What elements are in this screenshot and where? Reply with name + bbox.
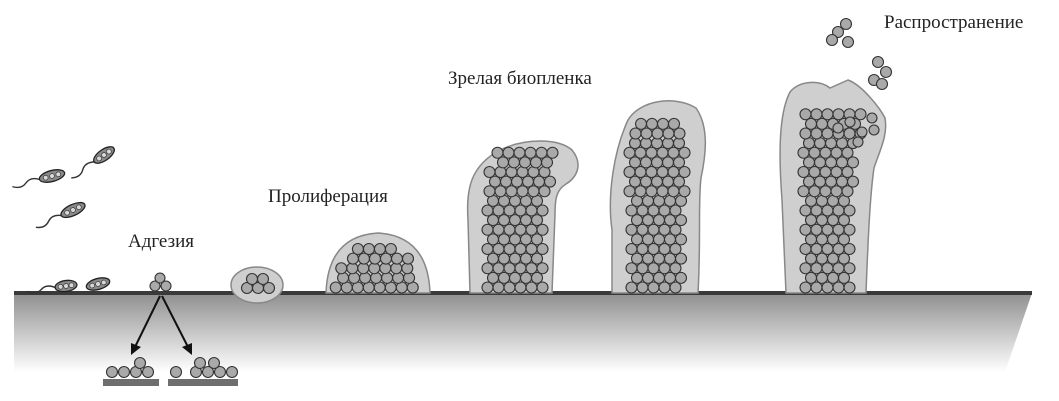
adhesion-cell (155, 273, 165, 283)
mature-biofilm-cell (547, 147, 558, 158)
microcolony-cell (247, 274, 258, 285)
escaping-cell (869, 125, 879, 135)
dispersing-cell (881, 67, 892, 78)
mature-biofilm-cell (503, 147, 514, 158)
irreversible-attached-cell (209, 358, 220, 369)
mature-biofilm-cell (514, 147, 525, 158)
proliferation-cell (391, 253, 402, 264)
escaping-cell (853, 137, 863, 147)
proliferation-label: Пролиферация (268, 186, 388, 208)
proliferation-cell (330, 282, 341, 293)
mature-biofilm-label: Зрелая биопленка (448, 68, 592, 90)
dispersal-biofilm-cell (800, 109, 811, 120)
dispersal-biofilm-cell (833, 109, 844, 120)
proliferation-cell (374, 244, 385, 255)
adhesion-label: Адгезия (128, 231, 194, 253)
proliferation-cell (336, 263, 347, 274)
dispersing-cell (841, 19, 852, 30)
irreversible-attachment-plate (168, 379, 238, 386)
mature-biofilm-cell (636, 118, 647, 129)
reversible-attached-cell (135, 358, 146, 369)
escaping-cell (867, 113, 877, 123)
mature-biofilm-cell (536, 147, 547, 158)
proliferation-cell (352, 244, 363, 255)
dispersal-biofilm-cell (811, 109, 822, 120)
reversible-attachment-plate (103, 379, 159, 386)
planktonic-bacterium (11, 167, 66, 192)
reversible-attached-cell (107, 367, 118, 378)
planktonic-bacterium (68, 144, 117, 183)
proliferation-cell (385, 244, 396, 255)
mature-biofilm-cell (669, 118, 680, 129)
dispersal-label: Распространение (884, 12, 1023, 34)
escaping-cell (833, 123, 843, 133)
mature-biofilm-cell (647, 118, 658, 129)
irreversible-attached-cell (171, 367, 182, 378)
dispersing-cell (843, 37, 854, 48)
planktonic-bacterium (34, 200, 88, 233)
reversible-attached-cell (119, 367, 130, 378)
dispersing-cell (873, 57, 884, 68)
dispersal-biofilm-cell (855, 109, 866, 120)
mature-biofilm-cell (525, 147, 536, 158)
mature-biofilm-cell (658, 118, 669, 129)
dispersal-biofilm-cell (822, 109, 833, 120)
irreversible-attached-cell (195, 358, 206, 369)
dispersing-cell (827, 35, 838, 46)
irreversible-attached-cell (227, 367, 238, 378)
mature-biofilm-cell (484, 167, 495, 178)
escaping-cell (845, 117, 855, 127)
attached-bacterium (85, 276, 111, 293)
reversible-attached-cell (143, 367, 154, 378)
rod-bacteria-group (11, 144, 117, 297)
dispersing-cell (877, 79, 888, 90)
mature-biofilm-cell (492, 147, 503, 158)
escaping-cell (857, 127, 867, 137)
microcolony-cell (258, 274, 269, 285)
proliferation-cell (363, 244, 374, 255)
proliferation-cell (402, 253, 413, 264)
